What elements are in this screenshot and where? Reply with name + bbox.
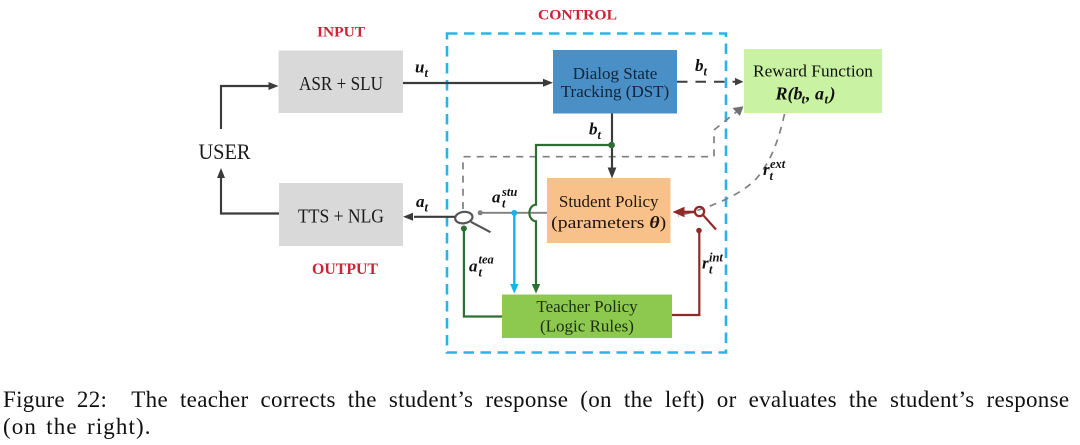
svg-text:Teacher Policy: Teacher Policy (536, 297, 638, 316)
svg-text:tea: tea (479, 253, 494, 267)
svg-text:ext: ext (770, 157, 786, 171)
svg-text:t: t (825, 92, 829, 107)
svg-text:a: a (815, 84, 824, 104)
svg-text:ut: ut (415, 58, 428, 81)
svg-text:Dialog State: Dialog State (573, 64, 658, 83)
svg-text:(parameters θ): (parameters θ) (551, 213, 666, 232)
svg-text:t: t (802, 92, 806, 107)
svg-text:t: t (479, 266, 483, 280)
svg-text:int: int (709, 251, 723, 265)
svg-text:at: at (416, 192, 429, 215)
svg-text:r: r (763, 160, 770, 179)
svg-text:a: a (469, 257, 478, 276)
svg-text:OUTPUT: OUTPUT (312, 261, 378, 278)
svg-text:,: , (805, 84, 811, 104)
svg-text:t: t (709, 263, 713, 277)
svg-text:a: a (492, 188, 501, 207)
svg-text:USER: USER (199, 139, 251, 164)
svg-text:R(b: R(b (775, 84, 803, 105)
svg-text:Student Policy: Student Policy (559, 192, 659, 211)
svg-text:CONTROL: CONTROL (538, 8, 617, 24)
svg-text:Reward Function: Reward Function (753, 62, 873, 81)
svg-text:t: t (770, 169, 774, 183)
svg-text:bt: bt (695, 56, 708, 79)
svg-text:TTS + NLG: TTS + NLG (298, 207, 384, 228)
svg-text:): ) (828, 84, 836, 105)
svg-text:(Logic Rules): (Logic Rules) (540, 317, 634, 336)
svg-text:bt: bt (589, 120, 602, 143)
svg-text:ASR + SLU: ASR + SLU (299, 74, 383, 95)
svg-text:stu: stu (501, 185, 517, 199)
svg-text:r: r (702, 254, 709, 273)
svg-text:t: t (502, 197, 506, 211)
svg-text:INPUT: INPUT (317, 25, 365, 41)
svg-text:Tracking (DST): Tracking (DST) (561, 82, 669, 101)
